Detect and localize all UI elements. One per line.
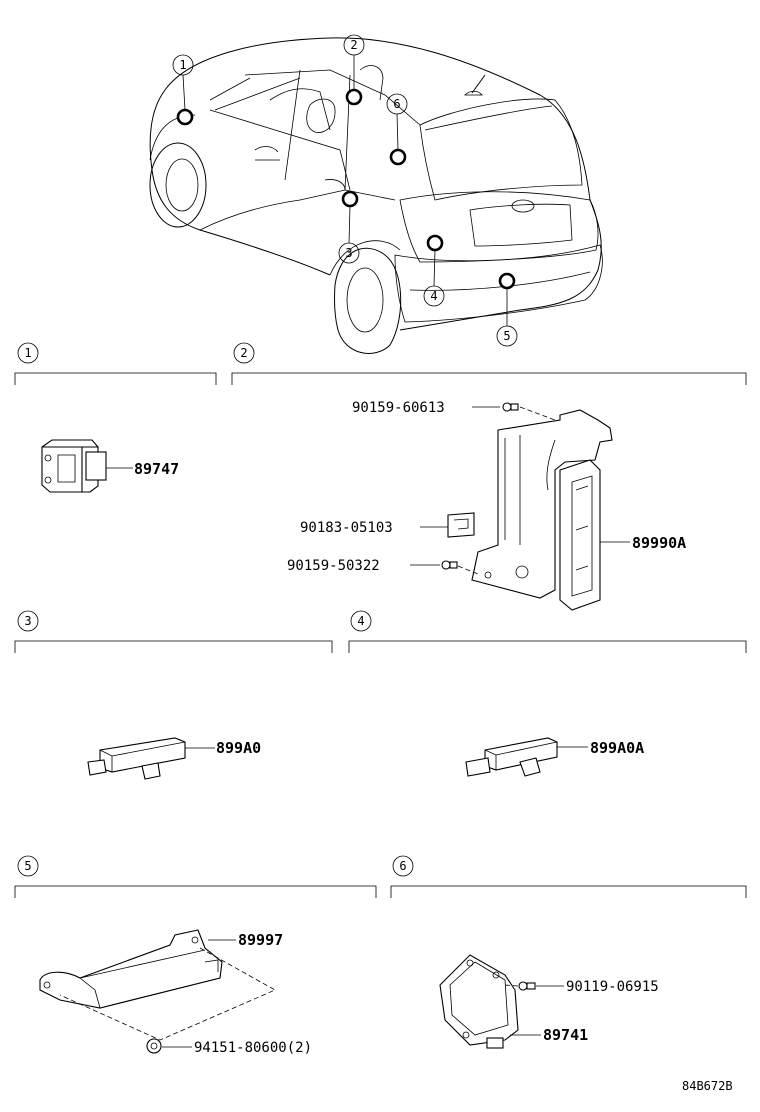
- vehicle-illustration: [149, 37, 603, 354]
- svg-text:2: 2: [350, 38, 357, 52]
- part-number-94151-80600: 94151-80600(2): [194, 1040, 312, 1056]
- bolt-90119-06915: [518, 981, 536, 991]
- section-5-header: 5: [14, 855, 377, 898]
- svg-text:4: 4: [357, 614, 364, 628]
- part-89741-drawing: [439, 954, 519, 1049]
- part-number-89741: 89741: [543, 1026, 588, 1044]
- svg-text:5: 5: [24, 859, 31, 873]
- svg-text:3: 3: [345, 246, 352, 260]
- part-899A0A-drawing: [465, 737, 558, 777]
- section-4-header: 4: [348, 610, 747, 653]
- part-number-90159-60613: 90159-60613: [352, 400, 445, 416]
- svg-text:6: 6: [399, 859, 406, 873]
- section-6-header: 6: [390, 855, 747, 898]
- part-number-89747: 89747: [134, 460, 179, 478]
- svg-text:1: 1: [24, 346, 31, 360]
- callouts: 1 2 6 3 4 5: [172, 34, 518, 347]
- part-number-90183-05103: 90183-05103: [300, 520, 393, 536]
- svg-text:5: 5: [503, 329, 510, 343]
- nut-94151-80600: [146, 1038, 162, 1054]
- part-number-90159-50322: 90159-50322: [287, 558, 380, 574]
- part-number-89997: 89997: [238, 931, 283, 949]
- bolt-90159-50322: [441, 560, 458, 570]
- part-number-89990A: 89990A: [632, 534, 686, 552]
- svg-text:6: 6: [393, 97, 400, 111]
- svg-text:4: 4: [430, 289, 437, 303]
- diagram-code: 84B672B: [682, 1079, 733, 1093]
- svg-text:2: 2: [240, 346, 247, 360]
- svg-text:1: 1: [179, 58, 186, 72]
- part-89997-drawing: [39, 929, 223, 1009]
- clip-90183-05103: [447, 512, 475, 538]
- part-89990A-drawing: [471, 409, 613, 611]
- part-number-90119-06915: 90119-06915: [566, 979, 659, 995]
- section-1-header: 1: [14, 342, 217, 385]
- part-89747-drawing: [41, 439, 107, 493]
- section-3-header: 3: [14, 610, 333, 653]
- location-markers: [176, 88, 516, 290]
- bolt-90159-60613: [502, 402, 519, 412]
- section-2-header: 2: [231, 342, 747, 385]
- part-number-899A0: 899A0: [216, 739, 261, 757]
- svg-text:3: 3: [24, 614, 31, 628]
- part-number-899A0A: 899A0A: [590, 739, 644, 757]
- part-899A0-drawing: [87, 737, 186, 780]
